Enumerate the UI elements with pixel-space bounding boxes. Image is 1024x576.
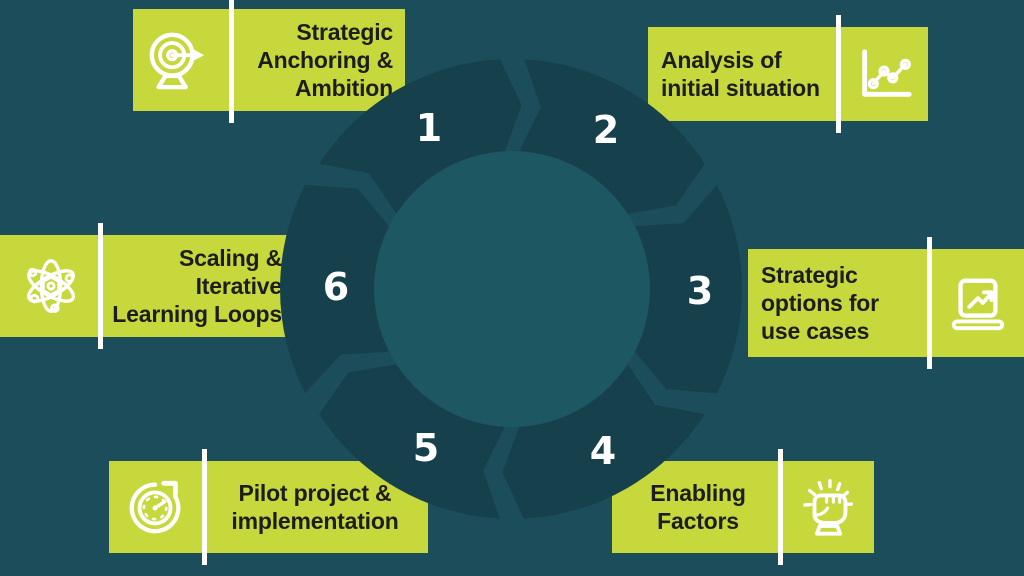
step-card-3: Strategic options for use cases <box>748 237 1024 369</box>
stopwatch-icon <box>129 480 181 534</box>
divider-line-4 <box>778 449 783 565</box>
target-dart-icon <box>149 32 205 90</box>
step-card-2: Analysis of initial situation <box>648 15 928 133</box>
step-number-3: 3 <box>686 269 714 313</box>
step-number-6: 6 <box>322 265 350 309</box>
divider-line-2 <box>836 15 841 133</box>
step-card-5: Pilot project & implementation <box>109 449 428 565</box>
step-number-4: 4 <box>589 429 617 473</box>
raised-fist-icon <box>803 479 853 536</box>
atom-icon <box>26 259 76 314</box>
step-number-1: 1 <box>415 106 443 150</box>
step-label-2: Analysis of initial situation <box>661 47 820 101</box>
divider-line-5 <box>202 449 207 565</box>
divider-line-6 <box>98 223 103 349</box>
step-label-5: Pilot project & implementation <box>231 480 399 534</box>
step-label-6: Scaling & Iterative Learning Loops <box>112 245 282 327</box>
step-card-1: Strategic Anchoring & Ambition <box>133 0 405 123</box>
step-card-4: Enabling Factors <box>612 449 874 565</box>
step-card-6: Scaling & Iterative Learning Loops <box>0 223 312 349</box>
step-label-1: Strategic Anchoring & Ambition <box>257 19 393 101</box>
step-number-2: 2 <box>592 108 620 152</box>
inner-disc <box>374 151 650 427</box>
step-label-3: Strategic options for use cases <box>761 262 879 344</box>
line-chart-icon <box>862 49 912 97</box>
step-number-5: 5 <box>412 426 440 470</box>
divider-line-3 <box>927 237 932 369</box>
divider-line-1 <box>229 0 234 123</box>
laptop-growth-icon <box>951 278 1005 331</box>
step-label-4: Enabling Factors <box>650 480 746 534</box>
